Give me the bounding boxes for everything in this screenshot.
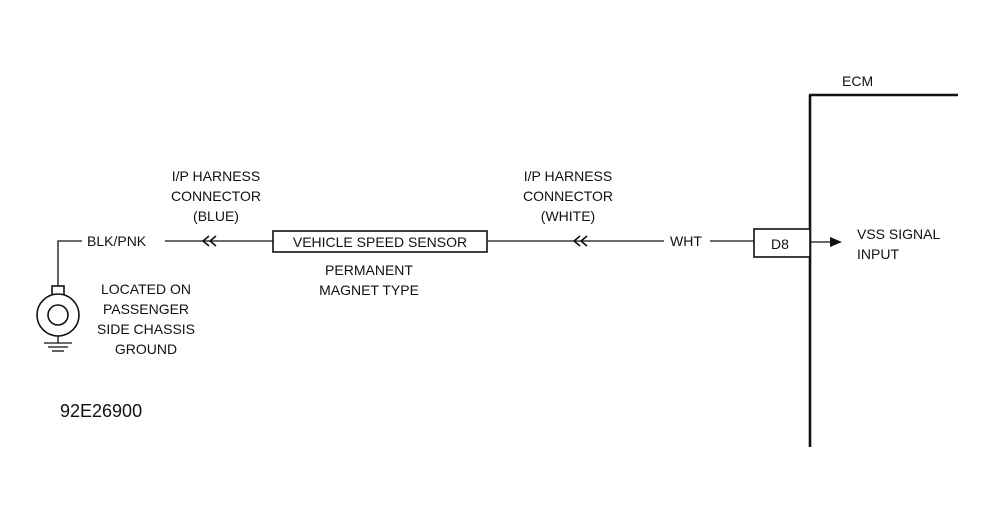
vss-signal-line-1: VSS SIGNAL <box>857 226 940 242</box>
ground-line-2: PASSENGER <box>103 301 189 317</box>
connector-blue-line-2: CONNECTOR <box>171 188 261 204</box>
ground-line-3: SIDE CHASSIS <box>97 321 195 337</box>
ground-line-1: LOCATED ON <box>101 281 191 297</box>
connector-blue-icon <box>201 235 217 247</box>
arrow-head-icon <box>830 237 842 247</box>
vehicle-speed-sensor: VEHICLE SPEED SENSOR <box>272 230 488 253</box>
connector-white-icon <box>572 235 588 247</box>
sensor-type-line-1: PERMANENT <box>325 262 413 278</box>
terminal-ring-inner <box>47 304 69 326</box>
sensor-type-line-2: MAGNET TYPE <box>319 282 419 298</box>
wire-color-wht: WHT <box>670 233 702 249</box>
wire-color-blk-pnk: BLK/PNK <box>87 233 147 249</box>
connector-white-line-2: CONNECTOR <box>523 188 613 204</box>
ground-line-4: GROUND <box>115 341 177 357</box>
pin-box <box>753 228 811 258</box>
figure-id: 92E26900 <box>60 401 142 421</box>
ground-terminal-icon <box>36 285 80 352</box>
ecm-label: ECM <box>842 73 873 89</box>
connector-blue-line-3: (BLUE) <box>193 208 239 224</box>
signal-output-arrow <box>810 237 842 247</box>
connector-blue-line-1: I/P HARNESS <box>172 168 260 184</box>
ecm-block: ECM <box>808 73 958 447</box>
ecm-pin-d8: D8 <box>753 228 811 258</box>
connector-white-line-3: (WHITE) <box>541 208 595 224</box>
sensor-label: VEHICLE SPEED SENSOR <box>293 234 467 250</box>
wire-to-ground <box>57 240 82 286</box>
pin-label: D8 <box>771 236 789 252</box>
connector-white-line-1: I/P HARNESS <box>524 168 612 184</box>
vss-signal-line-2: INPUT <box>857 246 899 262</box>
